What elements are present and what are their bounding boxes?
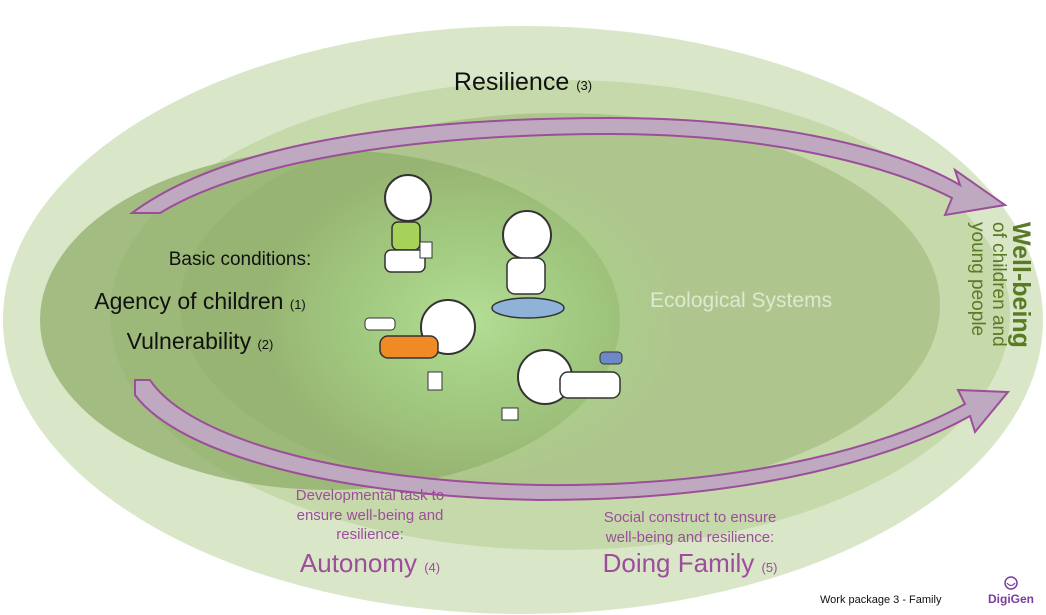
devtask-line2: ensure well-being and (296, 506, 444, 524)
doing-family-ref: (5) (761, 560, 778, 575)
child-green-shirt-illustration (384, 174, 433, 273)
devtask-line1: Developmental task to (295, 487, 445, 504)
child-white-shirt-sitting-illustration (491, 210, 565, 319)
resilience-title: Resilience (453, 68, 570, 96)
wellbeing-subtitle-line1: of children and (988, 222, 1009, 347)
resilience-ref: (3) (576, 78, 593, 93)
autonomy-ref: (4) (424, 560, 441, 575)
vulnerability-ref: (2) (257, 337, 274, 352)
agency-text: Agency of children (94, 288, 284, 314)
child-lying-with-phone-illustration (501, 349, 623, 421)
work-package-footer: Work package 3 - Family (820, 594, 942, 606)
basic-conditions-heading: Basic conditions: (168, 249, 312, 270)
agency-ref: (1) (289, 297, 306, 312)
child-orange-shirt-lying-illustration (364, 299, 476, 391)
social-construct-text: Social construct to ensure well-being an… (575, 508, 805, 547)
top-arrow (128, 116, 1008, 217)
vulnerability-label: Vulnerability (2) (70, 330, 330, 353)
wellbeing-subtitle-line2: young people (967, 222, 989, 337)
ecological-systems-label: Ecological Systems (650, 289, 833, 312)
digigen-brand: DigiGen (988, 592, 1035, 606)
vulnerability-text: Vulnerability (126, 328, 252, 354)
bottom-arrow (134, 379, 1011, 502)
social-line1: Social construct to ensure (603, 509, 777, 526)
autonomy-label: Autonomy (4) (270, 550, 470, 576)
agency-of-children-label: Agency of children (1) (70, 290, 330, 313)
devtask-line3: resilience: (336, 526, 404, 543)
doing-family-label: Doing Family (5) (575, 550, 805, 576)
wellbeing-title: Well-being (1007, 222, 1035, 348)
developmental-task-text: Developmental task to ensure well-being … (270, 486, 470, 545)
digigen-logo-icon (1004, 576, 1018, 590)
social-line2: well-being and resilience: (605, 528, 775, 546)
resilience-label: Resilience (3) (0, 70, 1046, 95)
doing-family-text: Doing Family (602, 548, 755, 578)
wellbeing-label: Well-being of children and young people (943, 222, 1035, 382)
autonomy-text: Autonomy (299, 548, 417, 578)
